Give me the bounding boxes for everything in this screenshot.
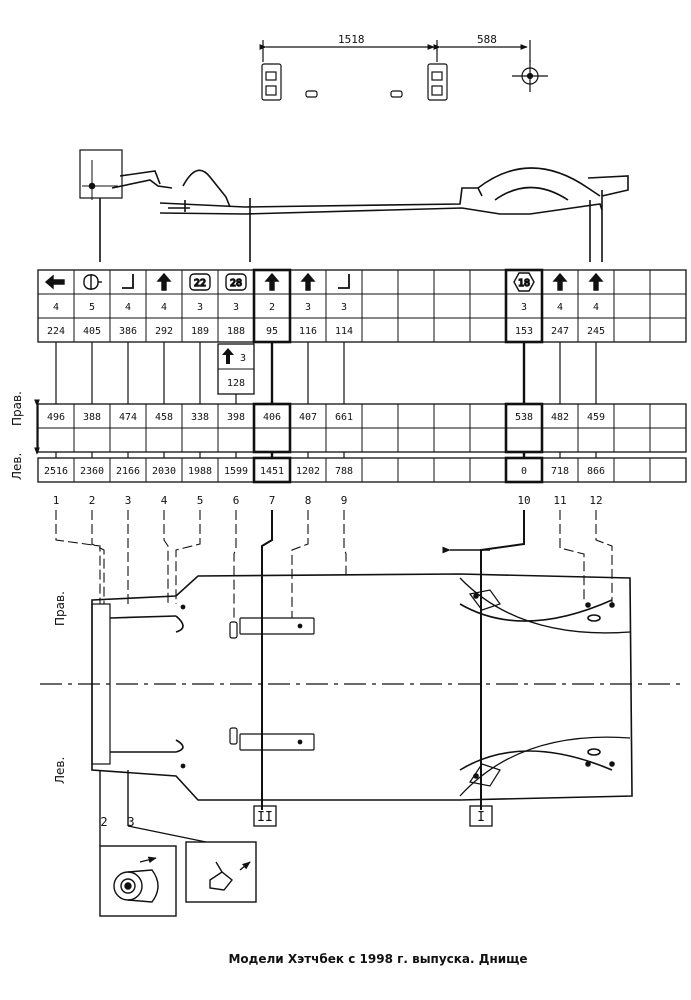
- count-col-2: 5: [89, 302, 95, 313]
- column-number-4: 4: [161, 494, 168, 507]
- detail-label-2: 2: [100, 815, 107, 829]
- value-a-col-6: 188: [227, 326, 245, 337]
- column-number-2: 2: [89, 494, 96, 507]
- value-a-col-9: 114: [335, 326, 353, 337]
- value-right-col-8: 407: [299, 412, 317, 423]
- column-number-1: 1: [53, 494, 60, 507]
- column-number-11: 11: [553, 494, 566, 507]
- column-number-5: 5: [197, 494, 204, 507]
- value-left-col-8: 1202: [296, 466, 320, 477]
- detail-label-3: 3: [127, 815, 134, 829]
- value-left-col-6: 1599: [224, 466, 248, 477]
- underbody-plan: [40, 546, 680, 801]
- value-left-col-11: 718: [551, 466, 569, 477]
- hole-22-icon: 22: [189, 273, 211, 291]
- value-a-col-12: 245: [587, 326, 605, 337]
- view-label-II: II: [257, 810, 273, 825]
- value-a-col-5: 189: [191, 326, 209, 337]
- hole-28-icon: 28: [225, 273, 247, 291]
- count-col-7: 2: [269, 302, 275, 313]
- hole-28-icon-label: 28: [230, 278, 242, 289]
- column-number-3: 3: [125, 494, 132, 507]
- count-col-8: 3: [305, 302, 311, 313]
- value-a-col-10: 153: [515, 326, 533, 337]
- count-col-11: 4: [557, 302, 563, 313]
- hole-22-icon-label: 22: [194, 278, 206, 289]
- arrow-up-icon: [156, 272, 172, 291]
- value-right-col-10: 538: [515, 412, 533, 423]
- value-left-col-5: 1988: [188, 466, 212, 477]
- value-right-col-3: 474: [119, 412, 137, 423]
- value-left-col-3: 2166: [116, 466, 140, 477]
- view-box-II: [253, 805, 277, 827]
- count-col-12: 4: [593, 302, 599, 313]
- plan-label-left: Лев.: [53, 757, 67, 784]
- extra-value-col-6: 128: [227, 378, 245, 389]
- value-left-col-1: 2516: [44, 466, 68, 477]
- label-right: Прав.: [10, 391, 24, 426]
- value-right-col-4: 458: [155, 412, 173, 423]
- plan-label-right: Прав.: [53, 591, 67, 626]
- column-number-9: 9: [341, 494, 348, 507]
- hook-icon: [122, 274, 134, 289]
- hex-18-icon-label: 18: [518, 278, 530, 289]
- count-col-4: 4: [161, 302, 167, 313]
- top-dimension-sketch: [259, 40, 548, 101]
- value-a-col-3: 386: [119, 326, 137, 337]
- view-label-I: I: [477, 810, 485, 825]
- dimension-1518: 1518: [338, 33, 365, 46]
- value-a-col-11: 247: [551, 326, 569, 337]
- arrow-up-icon: [222, 348, 234, 364]
- arrow-up-icon: [552, 272, 568, 291]
- value-left-col-9: 788: [335, 466, 353, 477]
- hook-icon: [338, 274, 350, 289]
- value-right-col-2: 388: [83, 412, 101, 423]
- arrow-left-icon: [44, 274, 65, 290]
- dimension-588: 588: [477, 33, 497, 46]
- extra-count-col-6: 3: [240, 353, 246, 364]
- arrow-up-icon: [588, 272, 604, 291]
- value-left-col-4: 2030: [152, 466, 176, 477]
- count-col-5: 3: [197, 302, 203, 313]
- side-profile: [79, 149, 629, 262]
- measurement-table: 4224496251615405388236024386474216634292…: [37, 268, 687, 507]
- detail-insets: [99, 770, 257, 917]
- value-right-col-5: 338: [191, 412, 209, 423]
- value-left-col-7: 1451: [260, 466, 284, 477]
- arrow-up-icon: [264, 272, 280, 291]
- count-col-1: 4: [53, 302, 59, 313]
- value-a-col-8: 116: [299, 326, 317, 337]
- count-col-3: 4: [125, 302, 131, 313]
- column-number-6: 6: [233, 494, 240, 507]
- value-right-col-1: 496: [47, 412, 65, 423]
- column-number-12: 12: [589, 494, 602, 507]
- value-a-col-4: 292: [155, 326, 173, 337]
- count-col-9: 3: [341, 302, 347, 313]
- value-right-col-6: 398: [227, 412, 245, 423]
- column-number-10: 10: [517, 494, 530, 507]
- value-a-col-7: 95: [266, 326, 278, 337]
- hex-18-icon: 18: [513, 272, 535, 292]
- value-left-col-12: 866: [587, 466, 605, 477]
- value-left-col-10: 0: [521, 466, 527, 477]
- arrow-up-icon: [300, 272, 316, 291]
- leader-lines: [55, 510, 613, 810]
- caption: Модели Хэтчбек с 1998 г. выпуска. Днище: [228, 952, 527, 966]
- count-col-10: 3: [521, 302, 527, 313]
- column-number-7: 7: [269, 494, 276, 507]
- count-col-6: 3: [233, 302, 239, 313]
- label-left: Лев.: [10, 453, 24, 480]
- value-a-col-1: 224: [47, 326, 65, 337]
- value-a-col-2: 405: [83, 326, 101, 337]
- value-right-col-7: 406: [263, 412, 281, 423]
- column-number-8: 8: [305, 494, 312, 507]
- bushing-icon: [83, 274, 102, 290]
- value-right-col-12: 459: [587, 412, 605, 423]
- value-left-col-2: 2360: [80, 466, 104, 477]
- value-right-col-11: 482: [551, 412, 569, 423]
- value-right-col-9: 661: [335, 412, 353, 423]
